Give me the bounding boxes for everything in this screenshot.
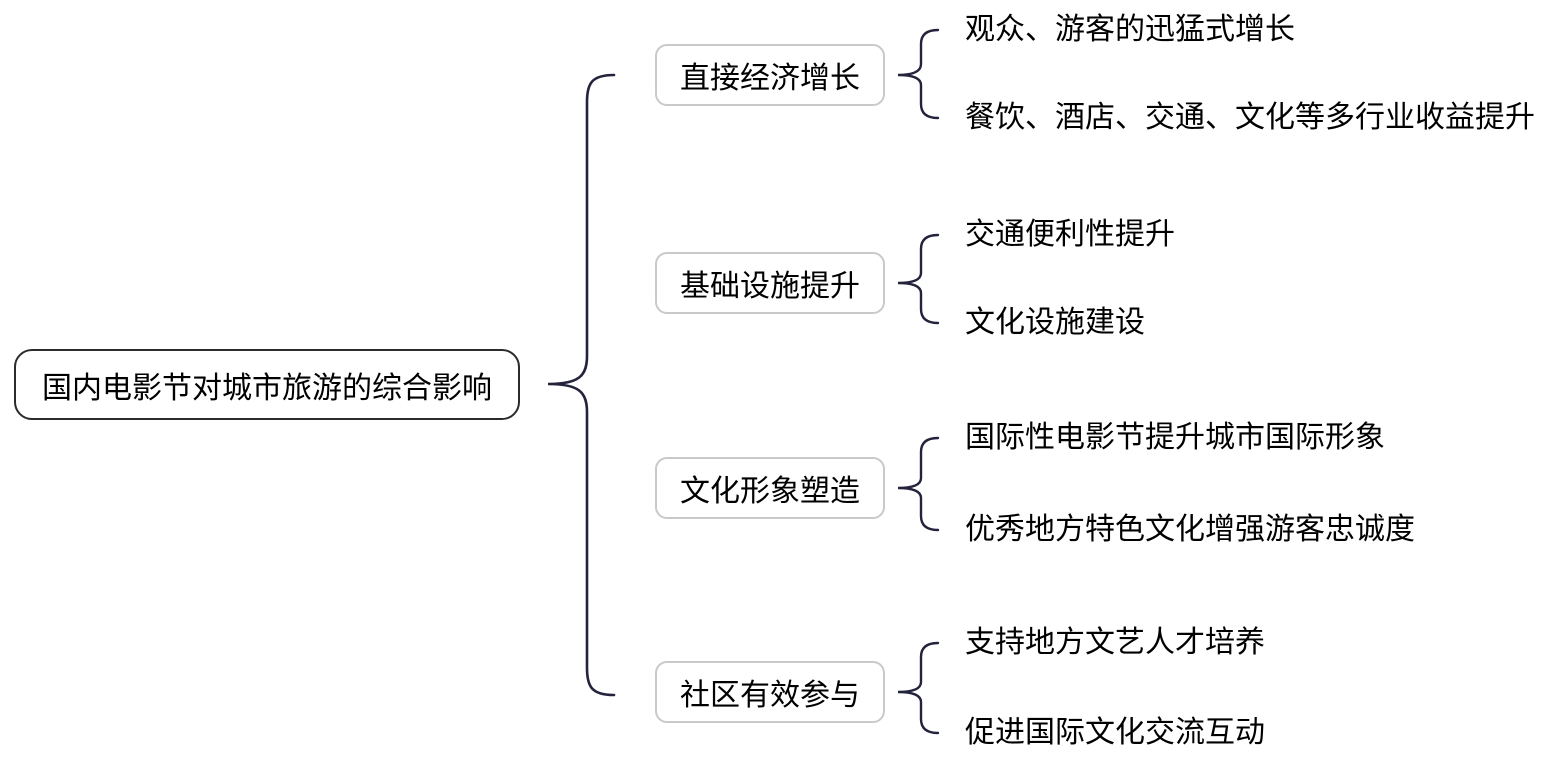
branch-node-community-participation: 社区有效参与 — [655, 661, 885, 723]
leaf-item: 观众、游客的迅猛式增长 — [965, 13, 1295, 46]
branch-node-label: 基础设施提升 — [680, 270, 860, 303]
branch-node-label: 社区有效参与 — [680, 679, 860, 712]
root-node-label: 国内电影节对城市旅游的综合影响 — [42, 371, 492, 405]
branch-node-direct-economic-growth: 直接经济增长 — [655, 44, 885, 106]
branch-node-label: 直接经济增长 — [680, 62, 860, 95]
branch-node-infrastructure-improvement: 基础设施提升 — [655, 252, 885, 314]
leaf-item: 国际性电影节提升城市国际形象 — [965, 421, 1385, 454]
main-brace-icon — [547, 73, 616, 697]
leaf-item: 文化设施建设 — [965, 306, 1145, 339]
branch-brace-1-icon — [897, 28, 940, 120]
branch-node-label: 文化形象塑造 — [680, 475, 860, 508]
branch-brace-4-icon — [897, 641, 940, 735]
branch-brace-2-icon — [897, 233, 940, 325]
leaf-item: 优秀地方特色文化增强游客忠诚度 — [965, 513, 1415, 546]
leaf-item: 交通便利性提升 — [965, 218, 1175, 251]
leaf-item: 餐饮、酒店、交通、文化等多行业收益提升 — [965, 101, 1535, 134]
branch-brace-3-icon — [897, 436, 940, 532]
leaf-item: 促进国际文化交流互动 — [965, 716, 1265, 749]
branch-node-cultural-image-shaping: 文化形象塑造 — [655, 457, 885, 519]
leaf-item: 支持地方文艺人才培养 — [965, 626, 1265, 659]
root-node: 国内电影节对城市旅游的综合影响 — [14, 349, 520, 420]
